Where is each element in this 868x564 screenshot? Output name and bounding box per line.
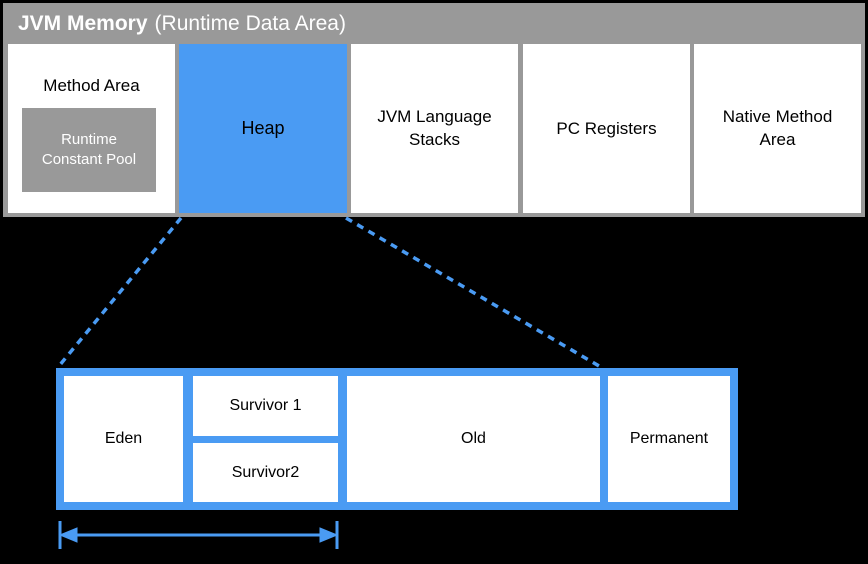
pc-registers-label: PC Registers [556, 118, 657, 138]
survivor2-cell: Survivor2 [193, 443, 338, 502]
method-area-label: Method Area [43, 76, 140, 95]
heap-detail-container: Eden Survivor 1 Survivor2 Old Permanent [56, 368, 738, 510]
method-area-box: Method Area Runtime Constant Pool [8, 44, 175, 213]
dashed-connector-right [345, 216, 600, 368]
jvm-language-stacks-label: JVM Language Stacks [377, 106, 492, 149]
permanent-label: Permanent [629, 430, 709, 447]
dashed-connector-left [57, 216, 183, 368]
survivor2-label: Survivor2 [231, 463, 300, 481]
pc-registers-box: PC Registers [523, 44, 690, 213]
panel-subtitle: (Runtime Data Area) [154, 12, 346, 35]
heap-label: Heap [241, 118, 285, 138]
panel-title: JVM Memory [18, 12, 148, 35]
permanent-cell: Permanent [608, 376, 730, 502]
survivor1-cell: Survivor 1 [193, 376, 338, 436]
young-generation-arrow [58, 521, 339, 549]
native-method-area-box: Native Method Area [694, 44, 861, 213]
runtime-constant-pool-label: Runtime Constant Pool [41, 130, 137, 168]
panel-header: JVM Memory (Runtime Data Area) [18, 3, 346, 45]
jvm-language-stacks-box: JVM Language Stacks [351, 44, 518, 213]
eden-cell: Eden [64, 376, 183, 502]
runtime-constant-pool-box: Runtime Constant Pool [22, 108, 156, 192]
eden-label: Eden [104, 430, 143, 447]
survivor1-label: Survivor 1 [229, 397, 302, 414]
old-label: Old [461, 430, 486, 447]
native-method-area-label: Native Method Area [722, 106, 833, 149]
heap-box: Heap [179, 44, 347, 213]
old-cell: Old [347, 376, 600, 502]
